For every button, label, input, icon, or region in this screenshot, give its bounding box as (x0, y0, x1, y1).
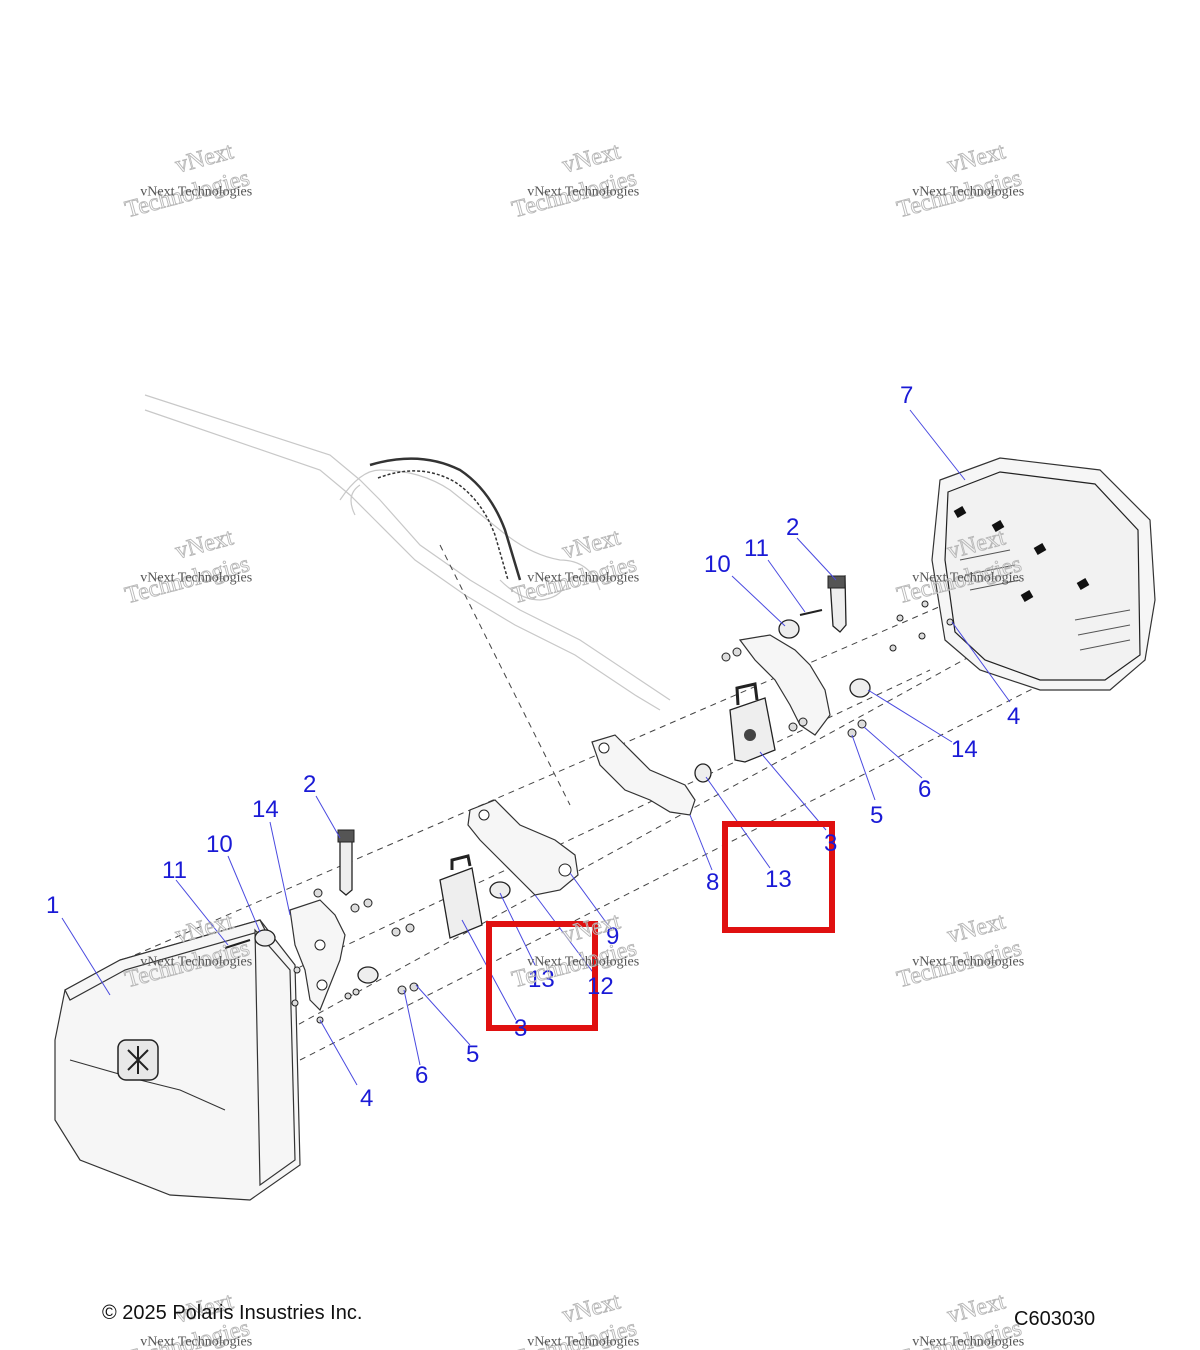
watermark-line: vNext Technologies (912, 570, 1024, 585)
left-mounting-bracket (289, 899, 346, 1012)
watermark-line: vNext Technologies (527, 1334, 639, 1349)
watermark-line: vNext Technologies (527, 570, 639, 585)
right-mounting-bracket (738, 634, 831, 736)
callout-9: 9 (606, 923, 619, 950)
left-strap-2 (337, 829, 355, 896)
center-bracket-9 (467, 799, 579, 899)
callout-14-left: 14 (252, 796, 279, 823)
watermark-line: vNext Technologies (140, 954, 252, 969)
callout-5-left: 5 (466, 1041, 479, 1068)
right-strap-2 (827, 575, 847, 633)
watermark-line: vNext Technologies (140, 184, 252, 199)
callout-10-left: 10 (206, 831, 233, 858)
callout-8: 8 (706, 869, 719, 896)
vehicle-frame-outline (144, 394, 671, 806)
callout-10-right: 10 (704, 551, 731, 578)
callout-5-right: 5 (870, 802, 883, 829)
callout-2-right: 2 (786, 514, 799, 541)
left-bolt-11 (224, 939, 251, 949)
right-saddlebag-case (931, 457, 1156, 691)
callout-3-left: 3 (514, 1015, 527, 1042)
callout-6-right: 6 (918, 776, 931, 803)
watermark-line: vNext Technologies (140, 570, 252, 585)
watermark-line: vNext Technologies (912, 184, 1024, 199)
watermark-line: vNext Technologies (140, 1334, 252, 1349)
highlight-box-right-13 (722, 821, 835, 933)
callout-14-right: 14 (951, 736, 978, 763)
highlight-box-left-13 (486, 921, 598, 1031)
callout-11-right: 11 (744, 535, 769, 562)
callout-12: 12 (587, 973, 614, 1000)
upper-bracket-8 (591, 734, 712, 816)
left-small-fasteners (291, 888, 419, 1024)
copyright-notice: © 2025 Polaris Insustries Inc. (102, 1302, 363, 1324)
left-lock-plate-3 (439, 854, 483, 939)
right-small-fasteners (721, 600, 954, 738)
callout-2-left: 2 (303, 771, 316, 798)
callout-11-left: 11 (162, 857, 187, 884)
assembly-axis-lines (134, 599, 1051, 1061)
leader-lines (61, 409, 1011, 1086)
left-saddlebag-case (54, 919, 301, 1201)
left-spacer-10 (254, 929, 379, 984)
diagram-code: C603030 (1014, 1308, 1096, 1330)
callout-6-left: 6 (415, 1062, 428, 1089)
callout-4-right: 4 (1007, 703, 1020, 730)
callout-13-right: 13 (765, 866, 792, 893)
callout-4-left: 4 (360, 1085, 373, 1112)
callout-13-left: 13 (528, 966, 555, 993)
callout-numbers: 1 11 10 14 2 4 6 5 3 13 12 9 8 13 3 5 6 … (46, 382, 1020, 1112)
callout-1: 1 (46, 892, 59, 919)
callout-3-right: 3 (824, 830, 837, 857)
watermark-line: vNext Technologies (527, 184, 639, 199)
right-lock-plate-3 (729, 682, 776, 763)
right-bolt-11 (799, 609, 823, 616)
watermark-line: vNext Technologies (912, 954, 1024, 969)
watermark-line: vNext Technologies (527, 954, 639, 969)
callout-7: 7 (900, 382, 913, 409)
watermark-line: vNext Technologies (912, 1334, 1024, 1349)
